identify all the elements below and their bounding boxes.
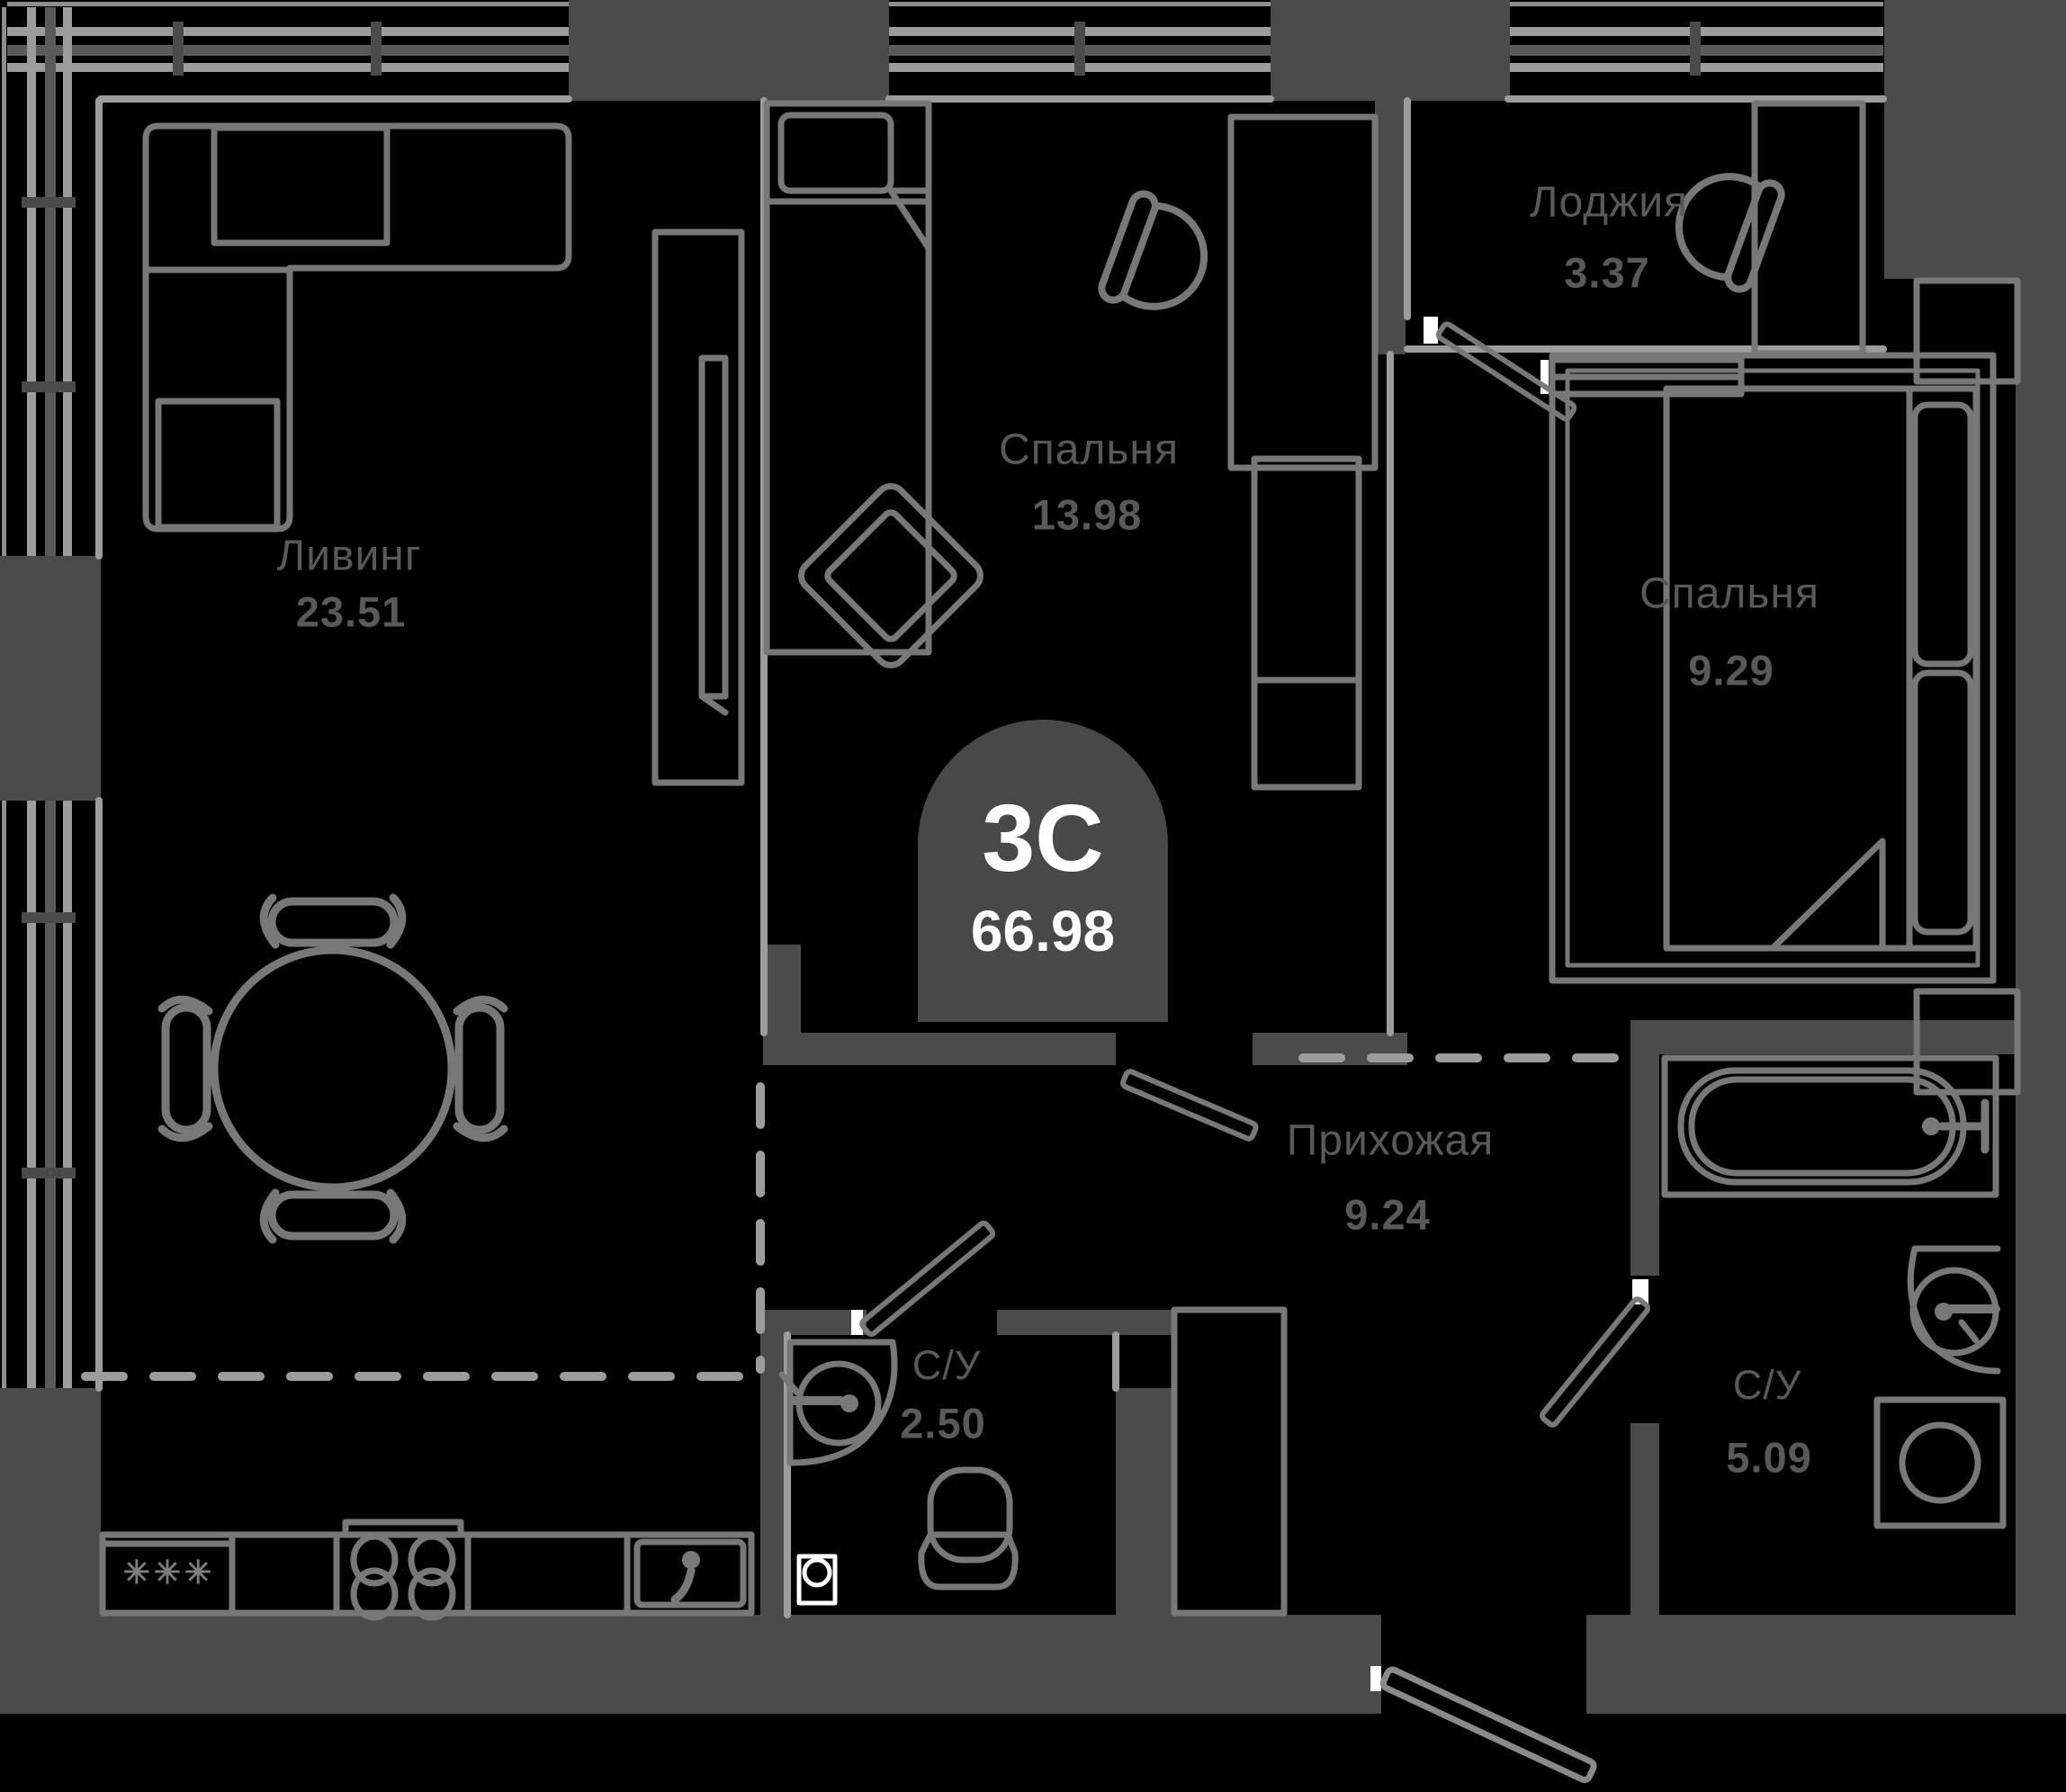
entrance-door-leaf-icon: [1379, 1666, 1597, 1783]
water-heater-icon: [796, 1554, 838, 1606]
bedroom1-area: 13.98: [1031, 490, 1143, 539]
wall: [760, 1310, 867, 1335]
blanket-fold-icon: [1769, 838, 1886, 952]
kitchen-counter-icon: [99, 1519, 755, 1621]
window-band-top: [7, 2, 1883, 76]
bathroom-small-area: 2.50: [900, 1399, 986, 1447]
dining-chair-icon: [457, 999, 504, 1138]
toilet-icon: [918, 1466, 1019, 1590]
apartment-badge: 3С 66.98: [918, 720, 1168, 1022]
window-threshold: [1541, 360, 1549, 394]
wall: [0, 1615, 1381, 1714]
door-threshold: [851, 1310, 863, 1335]
tv-icon: [698, 354, 729, 700]
wall: [1630, 1423, 1659, 1615]
fridge-symbol: ✳✳✳: [122, 1554, 216, 1590]
nightstand-icon: [1913, 277, 2021, 385]
loggia-label: Лоджия: [1529, 178, 1689, 227]
wall: [1630, 1020, 2066, 1054]
dashed-zone-lines: [81, 1053, 1631, 1381]
wall: [1586, 1615, 2066, 1714]
bathtub-icon: [1661, 1054, 1999, 1198]
doors: [851, 317, 1650, 1783]
desk-chair-icon: [1099, 191, 1220, 326]
bathroom-small-label: С/У: [912, 1342, 982, 1388]
living-room-label: Ливинг: [276, 532, 422, 580]
bathroom-small-fixtures: [778, 1339, 1019, 1606]
dining-chair-icon: [264, 898, 402, 945]
sink-icon: [1907, 1245, 2001, 1375]
window-mullion: [173, 22, 184, 76]
loggia-area: 3.37: [1564, 248, 1650, 297]
bedroom2-area: 9.29: [1688, 646, 1774, 694]
kitchen-sink-icon: [633, 1538, 747, 1608]
tv-stand-icon: [651, 228, 745, 786]
nightstand-icon: [1913, 988, 2021, 1096]
door-leaf-icon: [1436, 321, 1577, 422]
dining-chair-icon: [162, 999, 209, 1138]
window-mullion: [371, 22, 382, 76]
bathroom-large-label: С/У: [1732, 1362, 1802, 1408]
window-mullion: [22, 381, 76, 392]
bedroom2-furniture: [1549, 277, 2021, 1096]
wall: [1271, 0, 1510, 101]
wall: [760, 1310, 787, 1615]
living-room-area: 23.51: [295, 587, 407, 636]
washing-machine-icon: [1873, 1396, 2007, 1529]
wall: [569, 0, 889, 101]
window-mullion: [1690, 22, 1701, 76]
stove-icon: [342, 1519, 464, 1621]
pillow-icon: [777, 112, 894, 194]
door-threshold: [1370, 1666, 1381, 1691]
wall: [763, 1033, 1116, 1065]
door-leaf-icon: [859, 1220, 996, 1337]
apartment-total-area: 66.98: [970, 899, 1116, 963]
desk-icon: [1227, 113, 1379, 471]
wall: [1884, 0, 2066, 279]
wall: [1630, 1054, 1659, 1276]
blanket-fold-icon: [887, 187, 932, 252]
window-mullion: [22, 197, 76, 208]
pillow-icon: [1911, 669, 1974, 936]
wall: [997, 1310, 1172, 1335]
dining-chair-icon: [264, 1193, 402, 1240]
wall: [2016, 270, 2066, 1619]
window-mullion: [1074, 22, 1085, 76]
dining-table-icon: [162, 898, 504, 1240]
wall: [0, 556, 101, 801]
window-mullion: [22, 912, 76, 923]
bedroom2-label: Спальня: [1639, 569, 1819, 618]
hallway-label: Прихожая: [1286, 1116, 1495, 1165]
armchair-icon: [798, 483, 984, 668]
single-bed-icon: [763, 100, 932, 656]
walls: [0, 0, 2066, 1714]
door-leaf-icon: [1540, 1296, 1650, 1428]
bedroom2-outline: [1549, 352, 1997, 984]
door-threshold: [1424, 317, 1438, 344]
double-bed-icon: [1663, 385, 1980, 952]
bedroom1-label: Спальня: [999, 426, 1179, 474]
pillow-icon: [1911, 401, 1974, 668]
wardrobe-icon: [1251, 455, 1362, 791]
door-leaf-icon: [1120, 1069, 1259, 1142]
hall-wardrobe-icon: [1171, 1306, 1288, 1617]
bathroom-large-area: 5.09: [1726, 1433, 1812, 1482]
hallway-area: 9.24: [1344, 1190, 1431, 1239]
window-mullion: [22, 1168, 76, 1178]
wall: [1116, 1388, 1172, 1615]
apartment-type: 3С: [982, 785, 1104, 892]
sink-icon: [778, 1339, 898, 1466]
bathroom-large-fixtures: [1661, 1054, 2007, 1529]
sofa-icon: [142, 122, 572, 533]
wall: [1375, 101, 1406, 354]
bedroom1-furniture: [763, 100, 1379, 791]
